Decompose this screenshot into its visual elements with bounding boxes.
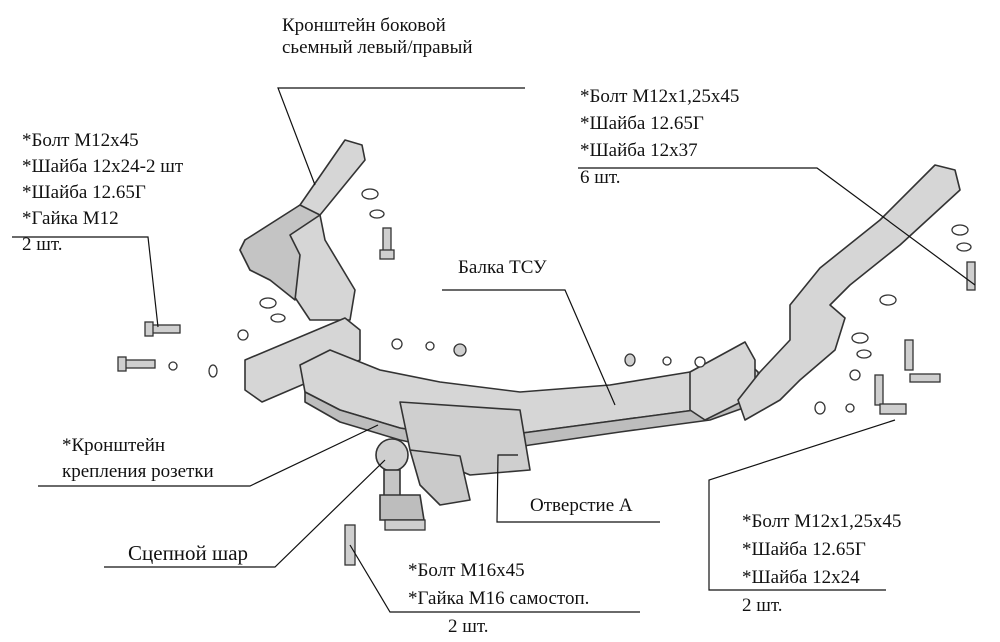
washer <box>694 356 706 368</box>
washer <box>951 224 969 236</box>
socket-bracket-label-line: крепления розетки <box>62 461 214 482</box>
socket-bracket-label-line: *Кронштейн <box>62 435 166 456</box>
fastener-line: *Болт М12х1,25х45 <box>742 511 902 532</box>
right-side-bracket <box>737 164 961 421</box>
fastener-line: *Шайба 12х37 <box>580 140 698 161</box>
bolt-right-2 <box>909 373 941 383</box>
fastener-line: *Гайка М12 <box>22 208 119 229</box>
fastener-line: *Шайба 12.65Г <box>22 182 146 203</box>
washer <box>662 356 672 366</box>
beam-label: Балка ТСУ <box>458 257 547 278</box>
fastener-line: *Шайба 12.65Г <box>742 539 866 560</box>
fastener-line: *Болт М16х45 <box>408 560 525 581</box>
fastener-qty: 2 шт. <box>448 616 489 637</box>
washer <box>849 369 861 381</box>
bolt-right-top <box>966 261 976 291</box>
washer <box>956 242 972 252</box>
washer <box>851 332 869 344</box>
washer <box>425 341 435 351</box>
fastener-qty: 2 шт. <box>22 234 63 255</box>
leader-socket-bracket <box>38 424 379 487</box>
washer <box>856 349 872 359</box>
leader-ball-fasteners <box>349 544 640 613</box>
washer <box>814 401 826 415</box>
fastener-line: *Шайба 12х24-2 шт <box>22 156 184 177</box>
side-bracket-label-line: сьемный левый/правый <box>282 37 473 58</box>
side-bracket-label-line: Кронштейн боковой <box>282 15 446 36</box>
bolt-right-1 <box>904 339 914 371</box>
fastener-line: *Шайба 12.65Г <box>580 113 704 134</box>
hole-a-label: Отверстие А <box>530 495 633 516</box>
washer <box>270 313 286 323</box>
washer <box>208 364 218 378</box>
washer <box>237 329 249 341</box>
left-fasteners-label: *Болт М12х45 *Шайба 12х24-2 шт *Шайба 12… <box>22 128 183 258</box>
fastener-line: *Шайба 12х24 <box>742 567 860 588</box>
fastener-line: *Болт М12х1,25х45 <box>580 86 740 107</box>
leader-beam <box>442 289 616 406</box>
leader-right-bottom-fasteners <box>708 419 896 591</box>
left-mount-plate <box>244 317 361 403</box>
bolt-left-2 <box>117 356 156 372</box>
leader-left-fasteners <box>12 236 159 328</box>
washer <box>168 361 178 371</box>
bolt-right-3 <box>874 374 907 415</box>
leader-side-bracket <box>277 87 525 186</box>
side-bracket-label: Кронштейн боковой сьемный левый/правый <box>282 15 473 59</box>
ball-label: Сцепной шар <box>128 541 249 565</box>
bolt-left-1 <box>144 321 181 337</box>
washer <box>624 353 636 367</box>
fastener-qty: 6 шт. <box>580 167 621 188</box>
bolt-ball-2 <box>384 519 426 531</box>
fastener-line: *Гайка М16 самостоп. <box>408 588 590 609</box>
ball-fasteners-label: *Болт М16х45 *Гайка М16 самостоп. 2 шт. <box>408 557 589 641</box>
washer <box>879 294 897 306</box>
fastener-line: *Болт М12х45 <box>22 130 139 151</box>
left-side-bracket <box>239 139 366 321</box>
washer <box>259 297 277 309</box>
left-side-bracket-flange <box>239 204 321 301</box>
leader-right-top-fasteners <box>578 167 976 286</box>
fastener-qty: 2 шт. <box>742 595 783 616</box>
washer <box>453 343 467 357</box>
right-top-fasteners-label: *Болт М12х1,25х45 *Шайба 12.65Г *Шайба 1… <box>580 83 739 191</box>
leader-ball <box>104 459 386 568</box>
tow-ball <box>375 438 425 521</box>
washer <box>391 338 403 350</box>
leader-hole-a <box>496 454 660 523</box>
right-bottom-fasteners-label: *Болт М12х1,25х45 *Шайба 12.65Г *Шайба 1… <box>742 508 901 620</box>
socket-bracket-label: *Кронштейн крепления розетки <box>62 433 214 485</box>
socket-bracket <box>409 449 471 506</box>
washer <box>369 209 385 219</box>
washer <box>845 403 855 413</box>
washer <box>361 188 379 200</box>
bolt-top-mid <box>379 227 395 260</box>
